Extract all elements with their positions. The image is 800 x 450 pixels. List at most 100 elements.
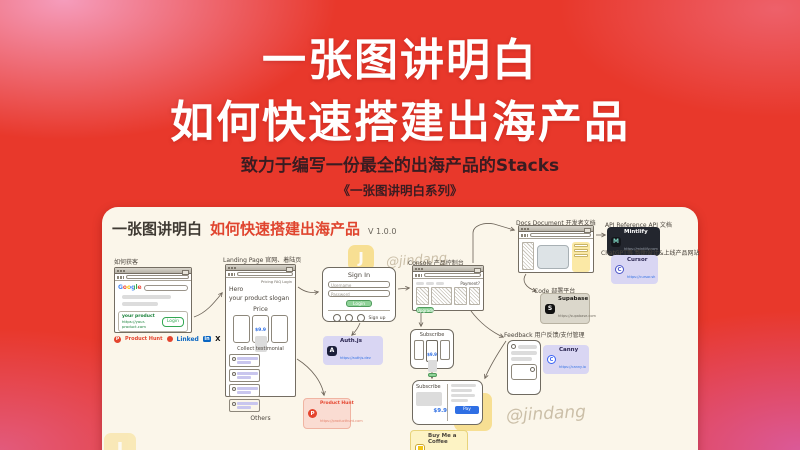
pricing-card[interactable] (233, 315, 250, 343)
landing-nav[interactable]: Pricing FAQ Login (260, 280, 292, 284)
window-addressbar (115, 274, 191, 281)
form-field[interactable] (451, 394, 475, 397)
auth-card[interactable]: A Auth.js https://authjs.dev (323, 336, 383, 365)
divider (328, 310, 390, 311)
testimonial-grid (229, 354, 292, 412)
username-field[interactable]: Username (328, 281, 390, 288)
canny-card[interactable]: C Canny https://canny.io (543, 345, 589, 374)
plan-price: $9.9 (427, 352, 437, 357)
mintlify-url: https://mintlify.com (624, 247, 658, 251)
result-login-button[interactable]: Login (161, 316, 184, 327)
hero-text: Hero (229, 286, 244, 293)
pay-button[interactable]: Pay (455, 406, 479, 414)
console-label: Console 产品控制台 (408, 260, 464, 267)
linkedin-label[interactable]: Linked (176, 335, 199, 343)
avatar (529, 366, 535, 372)
signin-title: Sign In (347, 271, 371, 279)
subscribe-title: Subscribe (419, 332, 445, 338)
supabase-url: https://supabase.com (558, 314, 596, 318)
console-tab[interactable] (436, 281, 444, 285)
console-tab[interactable] (416, 281, 424, 285)
content-block (416, 287, 430, 305)
plan-card[interactable] (440, 340, 450, 360)
plan-select-button[interactable] (427, 373, 437, 377)
producthunt-card[interactable]: P Product Hunt https://producthunt.com (303, 398, 363, 429)
docs-content (537, 245, 569, 269)
payment-note: Payment? (460, 280, 480, 286)
auth-url: https://authjs.dev (340, 356, 371, 360)
seo-label: 如何获客 (114, 259, 139, 266)
watermark-bottom: @jindang (505, 401, 587, 427)
producthunt-url: https://producthunt.com (320, 419, 363, 423)
cursor-card[interactable]: C Cursor https://cursor.sh (611, 255, 658, 284)
plan-body (254, 336, 267, 352)
signin-login-button[interactable]: Login (346, 300, 372, 307)
search-suggestion (122, 295, 171, 299)
signup-link[interactable]: Sign up (368, 315, 386, 321)
social-login-icon[interactable] (344, 314, 353, 322)
google-logo: Google (118, 284, 142, 291)
testimonial-card (229, 354, 260, 367)
canny-url: https://canny.io (559, 365, 586, 369)
mintlify-name: Mintlify (624, 229, 648, 235)
search-input[interactable] (143, 284, 188, 291)
address-field[interactable] (530, 233, 591, 237)
address-field[interactable] (424, 273, 481, 277)
form-field[interactable] (451, 399, 468, 402)
bmc-name: Buy Me a Coffee (428, 433, 457, 445)
docs-sidebar (522, 242, 534, 270)
pricing-card[interactable] (271, 315, 288, 343)
jindang-initial: J (358, 249, 364, 267)
form-field[interactable] (451, 384, 477, 387)
supabase-card[interactable]: S Supabase https://supabase.com (540, 293, 596, 324)
plan-card-featured[interactable]: $9.9 (426, 340, 438, 377)
testimonial-card (229, 369, 260, 382)
testimonial-title: Collect testimonial (237, 346, 284, 352)
landing-window: Pricing FAQ Login Hero your product slog… (225, 264, 296, 422)
pricing-card-featured[interactable]: $9.9 (252, 315, 269, 352)
jindang-logo-icon: J (104, 433, 136, 450)
plan-body (427, 360, 437, 372)
address-field[interactable] (237, 272, 293, 276)
product-thumb (416, 392, 442, 406)
ai-helper-label: ChatGPT等 帮助设计&上线产品网站 (601, 250, 700, 257)
feedback-entry (511, 351, 537, 355)
producthunt-label[interactable]: Product Hunt (125, 336, 163, 342)
x-icon[interactable]: X (215, 335, 221, 343)
social-login-icon[interactable] (356, 314, 365, 322)
content-block (453, 287, 467, 305)
producthunt-name: Product Hunt (320, 401, 354, 406)
feedback-input[interactable] (511, 364, 537, 380)
console-window: Payment? Upgrade (412, 265, 484, 313)
form-field[interactable] (451, 389, 472, 392)
content-block (431, 287, 452, 305)
supabase-icon: S (545, 303, 555, 314)
feedback-entry (518, 344, 537, 349)
poster-subtitle: 致力于编写一份最全的出海产品的Stacks (240, 156, 560, 176)
window-titlebar (226, 265, 295, 272)
content-block (468, 287, 480, 305)
bmc-card[interactable]: Buy Me a Coffee https://buymeacoffee.com (410, 430, 468, 450)
avatar (231, 371, 236, 376)
upgrade-button[interactable]: Upgrade (416, 307, 435, 313)
testimonial-card (229, 384, 260, 397)
mintlify-card[interactable]: M Mintlify https://mintlify.com (607, 227, 660, 256)
checkout-title: Subscribe (416, 384, 441, 390)
feedback-entry (511, 357, 532, 361)
social-login-icon[interactable] (332, 314, 341, 322)
console-tab[interactable] (426, 281, 434, 285)
signin-modal: Sign In Username Password Login Sign up (322, 267, 396, 322)
nav-buttons-icon (521, 233, 528, 237)
api-reference-label: API Reference API 文档 (605, 222, 672, 229)
poster-title-line2: 如何快速搭建出海产品 (170, 97, 630, 148)
window-addressbar (519, 232, 593, 239)
result-url: https://your-product.com (122, 319, 146, 329)
diagram-board: 一张图讲明白 如何快速搭建出海产品 V 1.0.0 J @jindang J @… (102, 207, 700, 450)
plan-card[interactable] (414, 340, 424, 360)
price-value: $9.9 (254, 328, 267, 333)
address-field[interactable] (126, 275, 189, 279)
cursor-icon: C (615, 265, 624, 274)
password-field[interactable]: Password (328, 290, 390, 297)
search-result-card[interactable]: your product https://your-product.com Lo… (118, 311, 188, 332)
